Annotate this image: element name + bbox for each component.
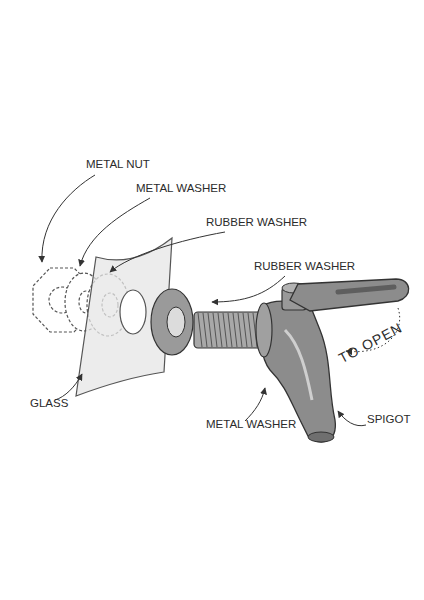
rubber-washer-front [151, 289, 193, 355]
part-label: GLASS [30, 397, 68, 410]
glass-hole [120, 290, 146, 334]
part-label: RUBBER WASHER [254, 260, 355, 273]
part-label: TO OPEN [336, 320, 405, 366]
part-label: METAL NUT [86, 158, 150, 171]
threaded-shaft [194, 312, 266, 348]
part-label: SPIGOT [367, 413, 410, 426]
leader-lines [42, 175, 400, 426]
spigot-handle [290, 279, 409, 311]
part-label: RUBBER WASHER [206, 216, 307, 229]
part-label: METAL WASHER [136, 182, 226, 195]
metal-washer-front [256, 303, 272, 357]
part-label: METAL WASHER [206, 418, 296, 431]
